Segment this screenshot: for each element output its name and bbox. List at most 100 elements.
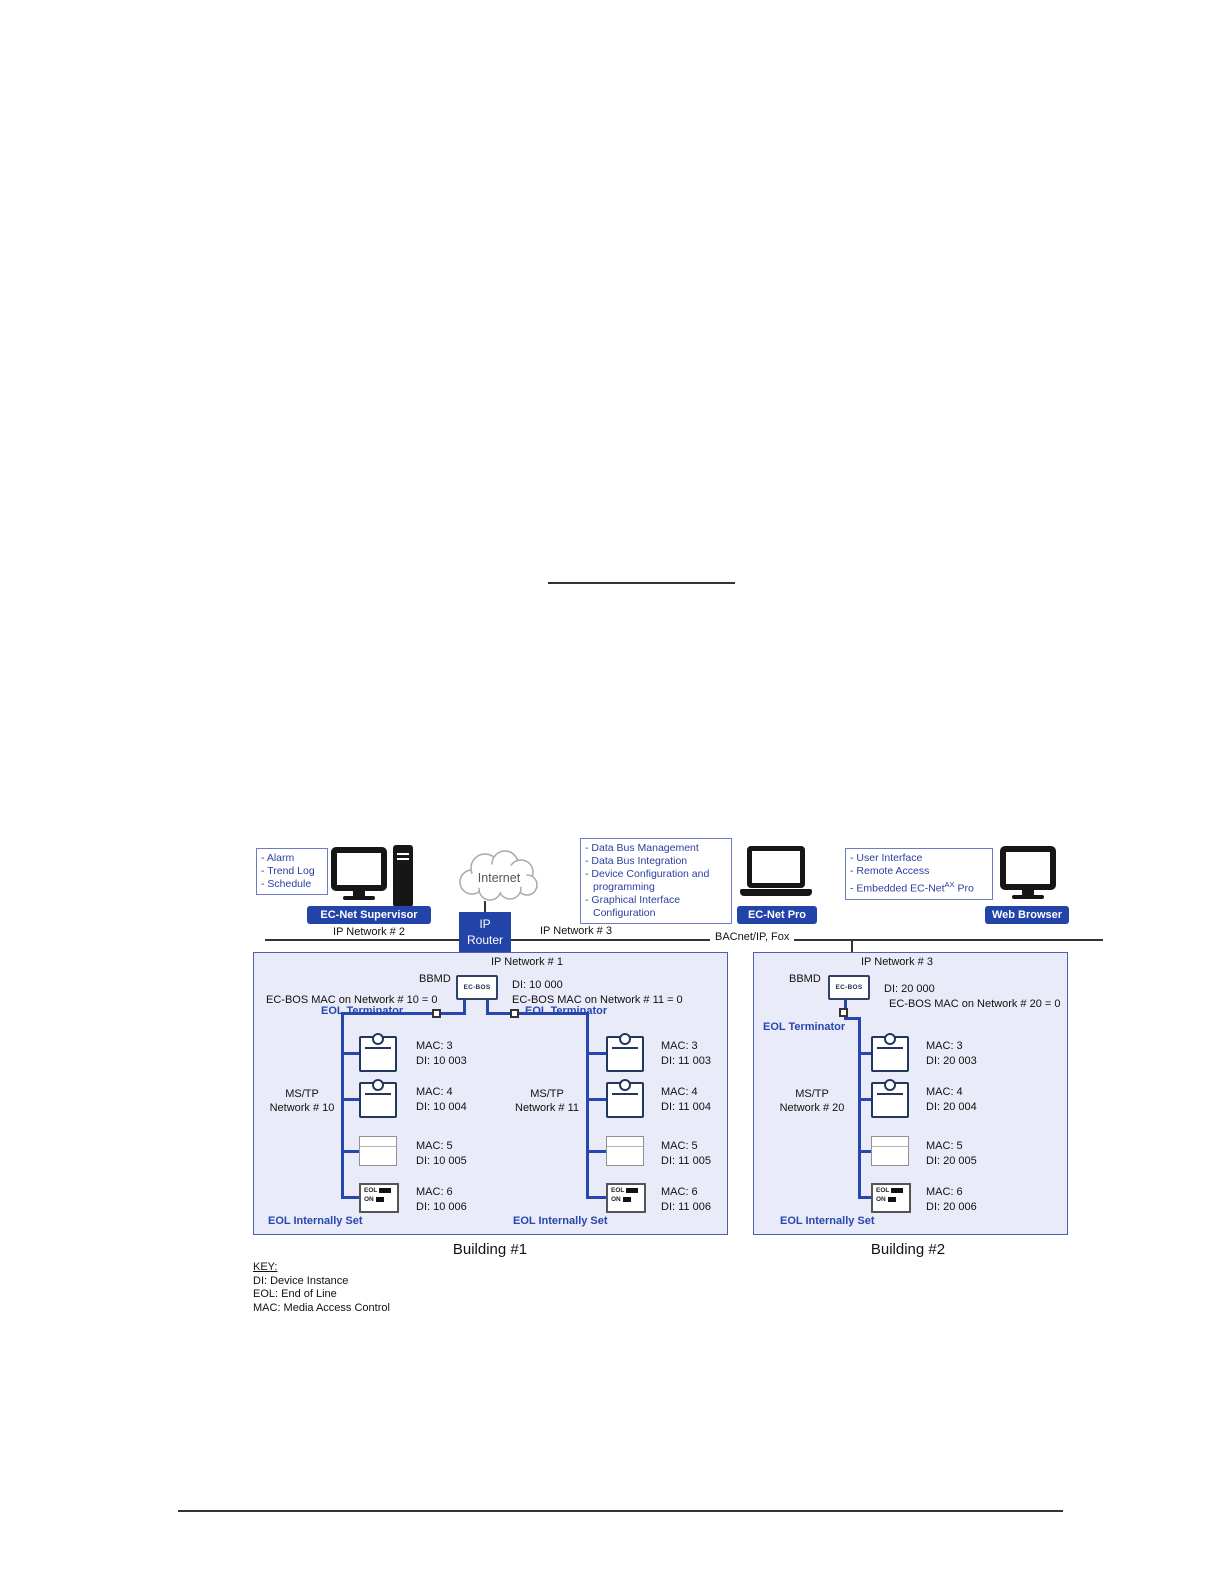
mac-label: MAC: 5 <box>926 1140 963 1152</box>
mstp-stub <box>342 1196 359 1199</box>
mac-label: MAC: 6 <box>926 1186 963 1198</box>
eol-text: EOL <box>876 1187 890 1194</box>
mstp-device-icon <box>871 1136 909 1166</box>
monitor-stand <box>353 890 365 896</box>
mstp-wire <box>486 1012 589 1015</box>
mstp-network-20-label: MS/TP Network # 20 <box>772 1087 852 1115</box>
mstp-stub <box>342 1098 359 1101</box>
mstp-controller-icon <box>359 1036 397 1072</box>
b1-bbmd-label: BBMD <box>419 973 451 985</box>
eol-terminator-square <box>432 1009 441 1018</box>
device-label: MAC: 4 DI: 10 004 <box>416 1085 467 1115</box>
laptop-icon <box>740 846 812 896</box>
mac-label: MAC: 3 <box>416 1040 453 1052</box>
device-label: MAC: 5 DI: 10 005 <box>416 1139 467 1169</box>
b1-mac-net11-label: EC-BOS MAC on Network # 11 = 0 <box>512 994 683 1006</box>
key-title: KEY: <box>253 1261 278 1273</box>
device-label: MAC: 5 DI: 11 005 <box>661 1139 711 1169</box>
mac-label: MAC: 5 <box>416 1140 453 1152</box>
web-browser-badge: Web Browser <box>985 906 1069 924</box>
device-label: MAC: 4 DI: 20 004 <box>926 1085 977 1115</box>
mstp-stub <box>587 1052 606 1055</box>
supervisor-feature-box: - Alarm - Trend Log - Schedule <box>256 848 328 895</box>
mstp-line1: MS/TP <box>285 1088 319 1100</box>
ip-network-2-label: IP Network # 2 <box>333 926 405 938</box>
b1-ecbos-device: EC-BOS <box>456 975 498 1000</box>
on-switch <box>887 1197 896 1202</box>
mstp-controller-icon <box>606 1036 644 1072</box>
monitor-screen <box>1000 846 1056 890</box>
device-label: MAC: 3 DI: 20 003 <box>926 1039 977 1069</box>
building-2-box: IP Network # 3 BBMD EC-BOS DI: 20 000 EC… <box>753 952 1068 1235</box>
monitor-screen <box>331 847 387 891</box>
superscript-ax: AX <box>944 880 955 889</box>
di-label: DI: 20 006 <box>926 1201 977 1213</box>
feature-item: - Alarm <box>261 852 295 864</box>
ec-net-pro-badge: EC-Net Pro <box>737 906 817 924</box>
di-label: DI: 10 005 <box>416 1155 467 1167</box>
mstp-stub <box>587 1098 606 1101</box>
mac-label: MAC: 3 <box>661 1040 698 1052</box>
b2-eol-terminator-label: EOL Terminator <box>763 1021 846 1033</box>
ip-router-line2: Router <box>466 933 504 947</box>
eol-switch <box>891 1188 904 1193</box>
monitor-base <box>1012 895 1044 899</box>
feature-item: - Schedule <box>261 878 312 890</box>
eol-terminator-square <box>839 1008 848 1017</box>
device-label: MAC: 6 DI: 11 006 <box>661 1185 711 1215</box>
blank-underline <box>548 582 735 584</box>
internet-label: Internet <box>478 871 521 885</box>
b1-c2-eol-internally-set: EOL Internally Set <box>513 1215 608 1227</box>
feature-item: - Graphical Interface Configuration <box>585 894 681 919</box>
mstp-stub <box>587 1150 606 1153</box>
building-2-caption: Building #2 <box>870 1241 946 1258</box>
web-monitor-icon <box>1000 846 1056 899</box>
web-feature-box: - User Interface - Remote Access - Embed… <box>845 848 993 900</box>
mstp-trunk <box>858 1017 861 1199</box>
footer-rule <box>178 1510 1063 1512</box>
mac-label: MAC: 6 <box>416 1186 453 1198</box>
eol-text: EOL <box>611 1187 625 1194</box>
mac-label: MAC: 4 <box>416 1086 453 1098</box>
pro-feature-box: - Data Bus Management - Data Bus Integra… <box>580 838 732 924</box>
mac-label: MAC: 3 <box>926 1040 963 1052</box>
feature-item: - Trend Log <box>261 865 315 877</box>
b2-ecbos-device: EC-BOS <box>828 975 870 1000</box>
device-label: MAC: 6 DI: 20 006 <box>926 1185 977 1215</box>
di-label: DI: 10 004 <box>416 1101 467 1113</box>
cloud-router-link <box>484 901 486 913</box>
b1-di-label: DI: 10 000 <box>512 979 563 991</box>
building-1-box: IP Network # 1 BBMD EC-BOS DI: 10 000 EC… <box>253 952 728 1235</box>
embedded-text-tail: Pro <box>954 882 974 895</box>
mac-label: MAC: 6 <box>661 1186 698 1198</box>
on-text: ON <box>364 1196 374 1203</box>
mstp-stub <box>860 1052 874 1055</box>
mac-label: MAC: 4 <box>661 1086 698 1098</box>
ip-router-line1: IP <box>479 917 491 931</box>
di-label: DI: 11 003 <box>661 1055 711 1067</box>
ec-net-supervisor-badge: EC-Net Supervisor <box>307 906 431 924</box>
mstp-line2: Network # 20 <box>779 1102 845 1114</box>
b2-bbmd-label: BBMD <box>789 973 821 985</box>
eol-terminator-square <box>510 1009 519 1018</box>
b1-mac-net10-label: EC-BOS MAC on Network # 10 = 0 <box>266 994 438 1006</box>
key-item: MAC: Media Access Control <box>253 1301 390 1314</box>
mstp-network-11-label: MS/TP Network # 11 <box>507 1087 587 1115</box>
mstp-device-icon <box>359 1136 397 1166</box>
mstp-wire <box>486 1000 489 1015</box>
diagram-key: KEY: DI: Device Instance EOL: End of Lin… <box>253 1261 390 1315</box>
eol-device-icon: EOL ON <box>871 1183 911 1213</box>
di-label: DI: 20 005 <box>926 1155 977 1167</box>
feature-item: - Embedded EC-NetAX Pro <box>850 878 988 896</box>
mstp-stub <box>860 1098 874 1101</box>
laptop-base <box>740 889 812 896</box>
mstp-line1: MS/TP <box>795 1088 829 1100</box>
device-label: MAC: 3 DI: 10 003 <box>416 1039 467 1069</box>
on-text: ON <box>876 1196 886 1203</box>
mstp-wire <box>463 1000 466 1015</box>
mstp-stub <box>342 1052 359 1055</box>
di-label: DI: 20 003 <box>926 1055 977 1067</box>
feature-item: - Data Bus Integration <box>585 855 688 867</box>
on-text: ON <box>611 1196 621 1203</box>
on-switch <box>622 1197 631 1202</box>
